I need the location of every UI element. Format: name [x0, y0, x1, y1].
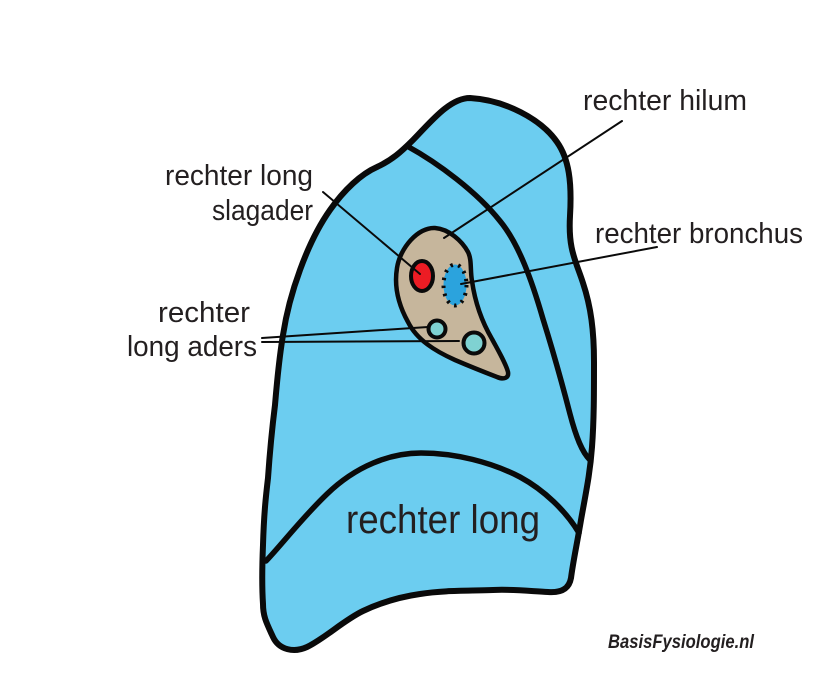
label-artery-line1: rechter long [165, 160, 313, 192]
bronchus-shape [441, 262, 469, 308]
label-veins-line2: long aders [127, 331, 257, 363]
pulmonary-artery-shape [409, 259, 435, 293]
watermark: BasisFysiologie.nl [608, 632, 755, 653]
label-bronchus: rechter bronchus [595, 218, 803, 250]
leader-line-artery [322, 191, 421, 275]
leader-line-bronchus [460, 246, 658, 285]
fissure-line-upper [404, 143, 593, 463]
label-veins-line1: rechter [158, 297, 250, 329]
label-artery-line2: slagader [212, 195, 313, 227]
leader-line-hilum [443, 120, 623, 239]
label-hilum: rechter hilum [583, 85, 747, 117]
label-lung: rechter long [346, 498, 540, 542]
leader-line-vein-upper [261, 326, 429, 339]
vein-circle-lower [461, 330, 487, 356]
fissure-line-lower [263, 450, 582, 564]
vein-circle-upper [426, 318, 448, 340]
leader-line-vein-lower [261, 340, 460, 343]
